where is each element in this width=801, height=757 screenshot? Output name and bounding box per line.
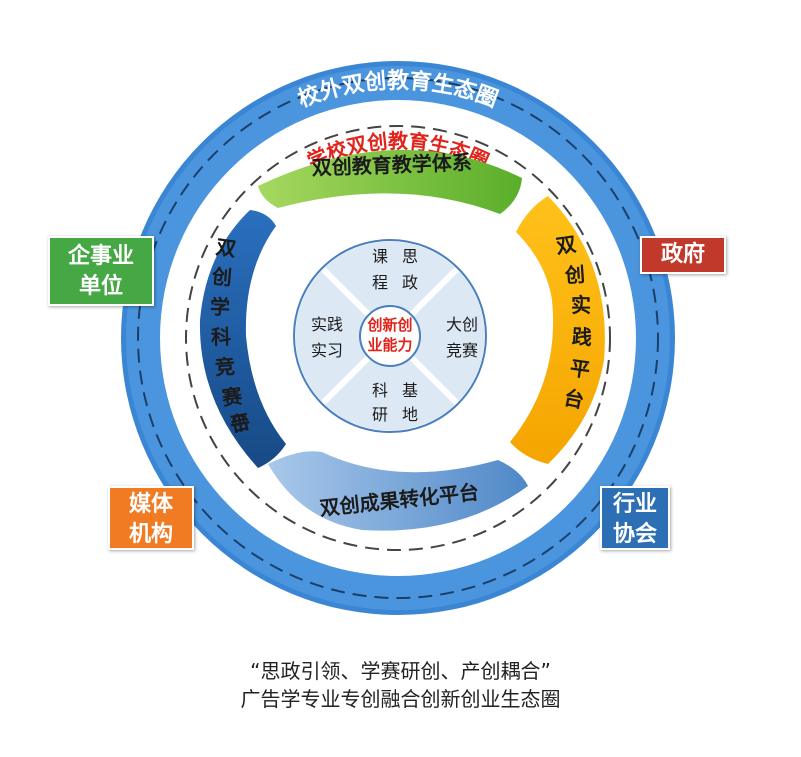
- core-circle: [292, 238, 488, 434]
- core-right-line1: 大创: [446, 315, 478, 334]
- arc-left-label-char: 赛: [220, 384, 245, 411]
- arc-right-label-char: 践: [571, 324, 593, 349]
- core-left-line1: 实践: [311, 315, 343, 334]
- arc-left-label-char: 竞: [214, 354, 236, 379]
- arc-right-label-char: 平: [568, 356, 591, 383]
- caption-line1: “思政引领、学赛研创、产创耦合”: [250, 659, 551, 683]
- inner-dashed-ring: [185, 125, 611, 551]
- arc-right-yellow: [510, 196, 605, 464]
- box-enterprise: 企事业 单位: [48, 236, 154, 306]
- core-left-line2: 实习: [311, 341, 343, 360]
- arc-left-label-char: 创: [210, 264, 233, 290]
- core-bottom-c2: 基: [402, 381, 418, 400]
- caption-line2: 广告学专业专创融合创新创业生态圈: [240, 687, 561, 711]
- box-industry: 行业 协会: [600, 486, 670, 550]
- arc-left-label-char: 双: [214, 235, 237, 262]
- arc-right-label-char: 实: [571, 293, 591, 317]
- box-enterprise-line2: 单位: [78, 274, 123, 299]
- box-media: 媒体 机构: [108, 486, 194, 550]
- box-media-line2: 机构: [128, 522, 173, 547]
- core-top-c3: 程: [372, 273, 388, 292]
- box-government: 政府: [640, 236, 726, 274]
- box-government-line1: 政府: [660, 242, 705, 267]
- outer-dashed-ring: [137, 77, 659, 599]
- arc-top-label: 双创教育教学体系: [311, 150, 472, 180]
- arc-top-green: [258, 149, 522, 214]
- box-industry-line2: 协会: [612, 522, 657, 547]
- arc-bottom-blue: [268, 451, 528, 531]
- arc-left-label-char: 平: [228, 409, 252, 436]
- core-top-c2: 思: [402, 247, 418, 266]
- box-media-line1: 媒体: [128, 492, 173, 517]
- arc-right-label-char: 台: [562, 385, 587, 413]
- arc-left-blue: [199, 210, 286, 468]
- box-enterprise-line1: 企事业: [67, 244, 134, 269]
- arc-left-label-char: 学: [210, 295, 231, 320]
- core-bottom-c1: 科: [372, 381, 388, 400]
- core-right-line2: 竞赛: [446, 341, 478, 360]
- core-bottom-c3: 研: [372, 405, 388, 424]
- core-top-c1: 课: [372, 247, 388, 266]
- arc-left-label-char: 科: [211, 325, 231, 349]
- core-center-line1: 创新创: [366, 316, 412, 334]
- core-bottom-c4: 地: [402, 405, 418, 424]
- box-industry-line1: 行业: [612, 492, 657, 517]
- core-center-line2: 业能力: [367, 336, 412, 354]
- arc-right-label-char: 创: [563, 262, 586, 287]
- arc-right-label-char: 双: [554, 232, 577, 259]
- core-top-c4: 政: [402, 273, 418, 292]
